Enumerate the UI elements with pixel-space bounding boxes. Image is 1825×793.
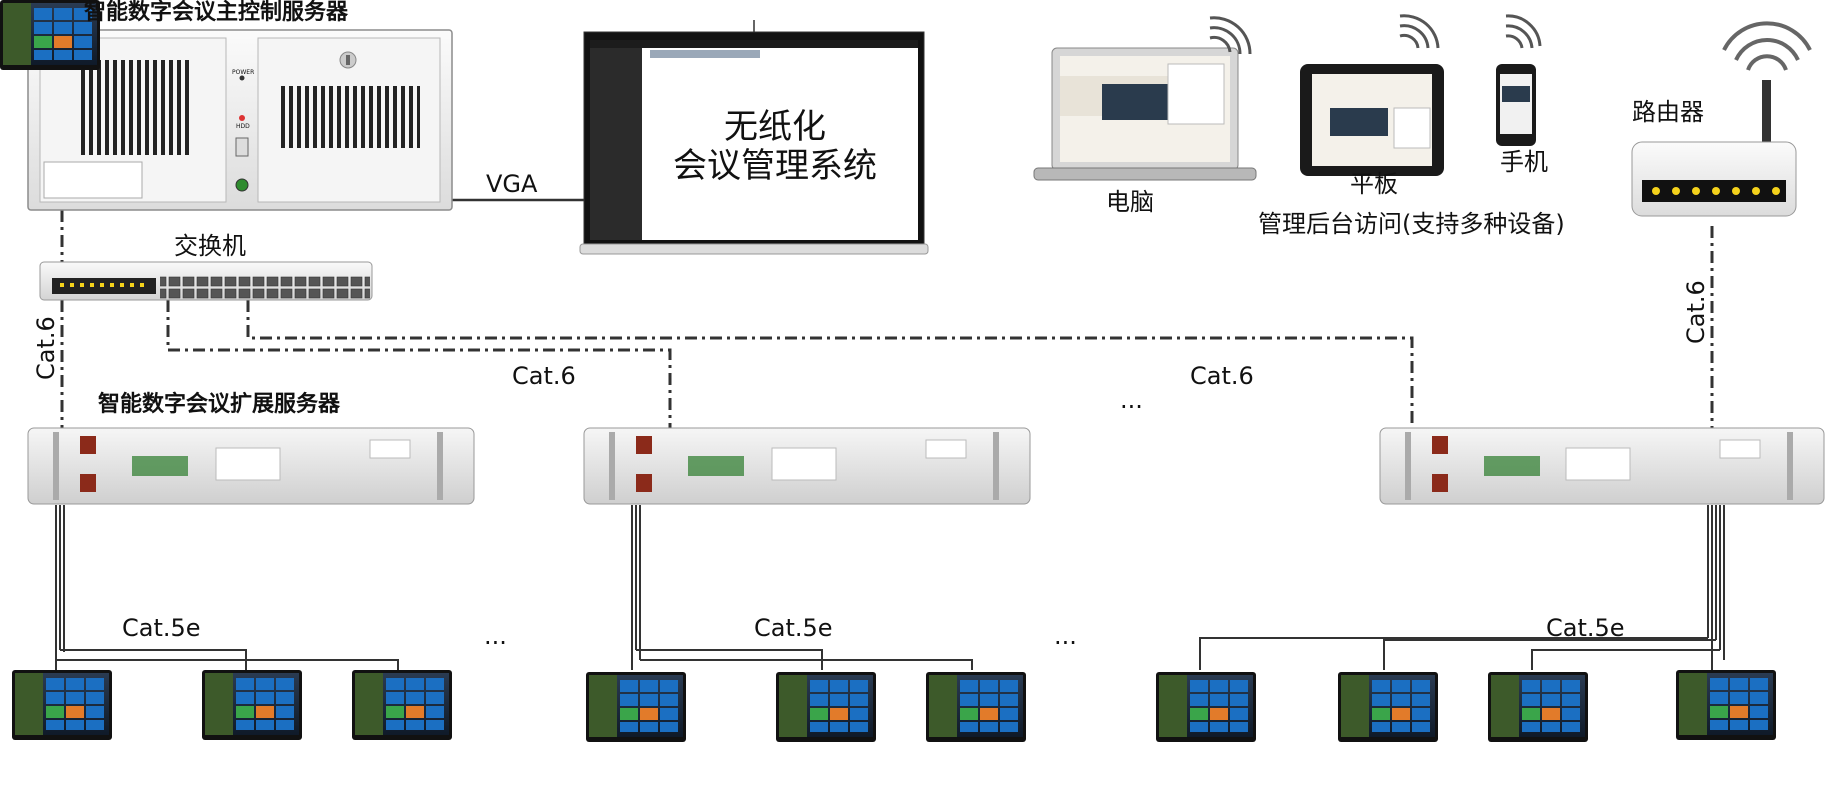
cat6-mid-left-label: Cat.6	[512, 362, 576, 390]
router-label: 路由器	[1632, 98, 1704, 126]
ellipsis-bottom-2: ...	[1054, 622, 1077, 650]
wifi-icon	[1399, 14, 1440, 49]
computer-label: 电脑	[1106, 188, 1154, 216]
main-server-label: 智能数字会议主控制服务器	[84, 0, 349, 25]
terminal	[1488, 672, 1588, 742]
cat5e-cables	[55, 505, 1725, 670]
laptop-device	[1033, 47, 1257, 181]
terminal	[926, 672, 1026, 742]
usb-icon	[235, 137, 249, 157]
hdd-label: HDD	[236, 123, 250, 130]
ext-server-label: 智能数字会议扩展服务器	[98, 392, 341, 417]
wifi-icon	[1505, 14, 1542, 49]
cat5e-label-3: Cat.5e	[1546, 614, 1625, 642]
switch-to-ext3-cable	[246, 300, 1414, 428]
phone-device	[1496, 64, 1536, 146]
terminal	[1676, 670, 1776, 740]
cat5e-label-2: Cat.5e	[754, 614, 833, 642]
router-device	[1631, 21, 1812, 217]
cat6-left-label: Cat.6	[32, 316, 60, 380]
ellipsis-top: ...	[1120, 386, 1143, 414]
admin-access-label: 管理后台访问(支持多种设备)	[1258, 210, 1565, 238]
main-control-server	[27, 29, 453, 211]
switch-to-ext2-cable	[166, 300, 672, 428]
projector-line-2: 会议管理系统	[673, 146, 877, 187]
projector-line-1: 无纸化	[724, 107, 826, 147]
cat5e-label-1: Cat.5e	[122, 614, 201, 642]
projector-title: 无纸化 会议管理系统	[650, 107, 900, 187]
terminal	[586, 672, 686, 742]
switch-label: 交换机	[174, 232, 246, 260]
extension-server-3	[1379, 427, 1825, 505]
network-switch	[39, 261, 373, 301]
cat6-mid-right-label: Cat.6	[1190, 362, 1254, 390]
ellipsis-bottom-1: ...	[484, 622, 507, 650]
tablet-device	[1300, 64, 1444, 176]
terminal	[352, 670, 452, 740]
meeting-terminals	[0, 0, 1776, 742]
terminal	[776, 672, 876, 742]
phone-label: 手机	[1500, 148, 1548, 176]
wifi-icon	[1209, 16, 1252, 55]
power-label: POWER	[232, 69, 255, 76]
vga-label: VGA	[486, 170, 538, 198]
projector-screen	[579, 20, 929, 255]
extension-server-2	[583, 427, 1031, 505]
terminal	[1338, 672, 1438, 742]
terminal	[12, 670, 112, 740]
terminal	[202, 670, 302, 740]
cat6-right-label: Cat.6	[1682, 280, 1710, 344]
terminal	[1156, 672, 1256, 742]
cat6-cables	[60, 210, 1714, 428]
extension-server-1	[27, 427, 475, 505]
tablet-label: 平板	[1350, 170, 1398, 198]
router-antenna-icon	[1762, 80, 1771, 144]
